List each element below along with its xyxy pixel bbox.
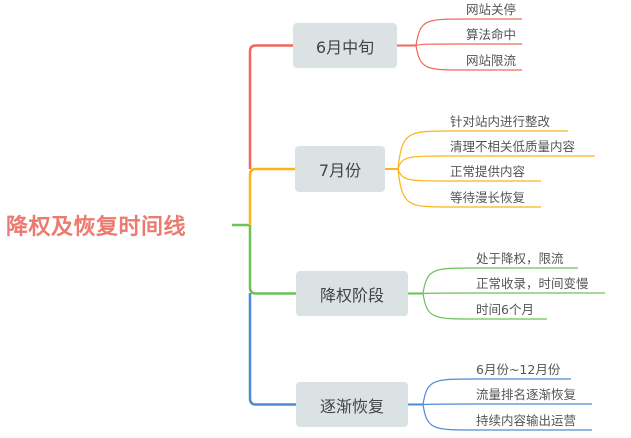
leaf-topic[interactable]: 网站限流 <box>466 53 517 68</box>
leaf-topic[interactable]: 清理不相关低质量内容 <box>450 139 576 154</box>
branch-connector <box>248 225 296 295</box>
leaf-connector <box>397 130 568 170</box>
leaf-connector <box>415 43 522 47</box>
leaf-connector <box>422 267 578 294</box>
branch-topic[interactable]: 6月中旬 <box>293 23 397 68</box>
leaf-connector <box>415 18 522 46</box>
branch-topic[interactable]: 逐渐恢复 <box>296 382 408 427</box>
branch-topic[interactable]: 7月份 <box>295 146 385 192</box>
leaf-connector <box>422 292 605 295</box>
leaf-connector <box>422 404 592 431</box>
branch-topic[interactable]: 降权阶段 <box>296 271 408 316</box>
leaf-connector <box>397 168 541 182</box>
branch-connector <box>248 167 295 225</box>
leaf-topic[interactable]: 正常提供内容 <box>450 164 526 179</box>
leaf-topic[interactable]: 持续内容输出运营 <box>476 413 577 428</box>
leaf-connector <box>422 403 592 406</box>
leaf-topic[interactable]: 网站关停 <box>466 2 517 17</box>
leaf-topic[interactable]: 流量排名逐渐恢复 <box>476 387 577 402</box>
leaf-topic[interactable]: 时间6个月 <box>476 302 534 317</box>
leaf-topic[interactable]: 针对站内进行整改 <box>450 114 551 129</box>
leaf-topic[interactable]: 算法命中 <box>466 27 517 42</box>
leaf-topic[interactable]: 处于降权，限流 <box>476 251 564 266</box>
leaf-connector <box>397 155 595 170</box>
leaf-connector <box>422 293 547 320</box>
leaf-connector <box>415 45 522 71</box>
leaf-topic[interactable]: 正常收录，时间变慢 <box>476 276 589 291</box>
branch-connector <box>248 293 296 406</box>
root-topic[interactable]: 降权及恢复时间线 <box>6 215 187 240</box>
leaf-topic[interactable]: 6月份~12月份 <box>476 362 561 377</box>
leaf-connector <box>422 378 571 405</box>
leaf-connector <box>397 168 541 208</box>
leaf-topic[interactable]: 等待漫长恢复 <box>450 190 526 205</box>
branch-connector <box>248 44 293 169</box>
